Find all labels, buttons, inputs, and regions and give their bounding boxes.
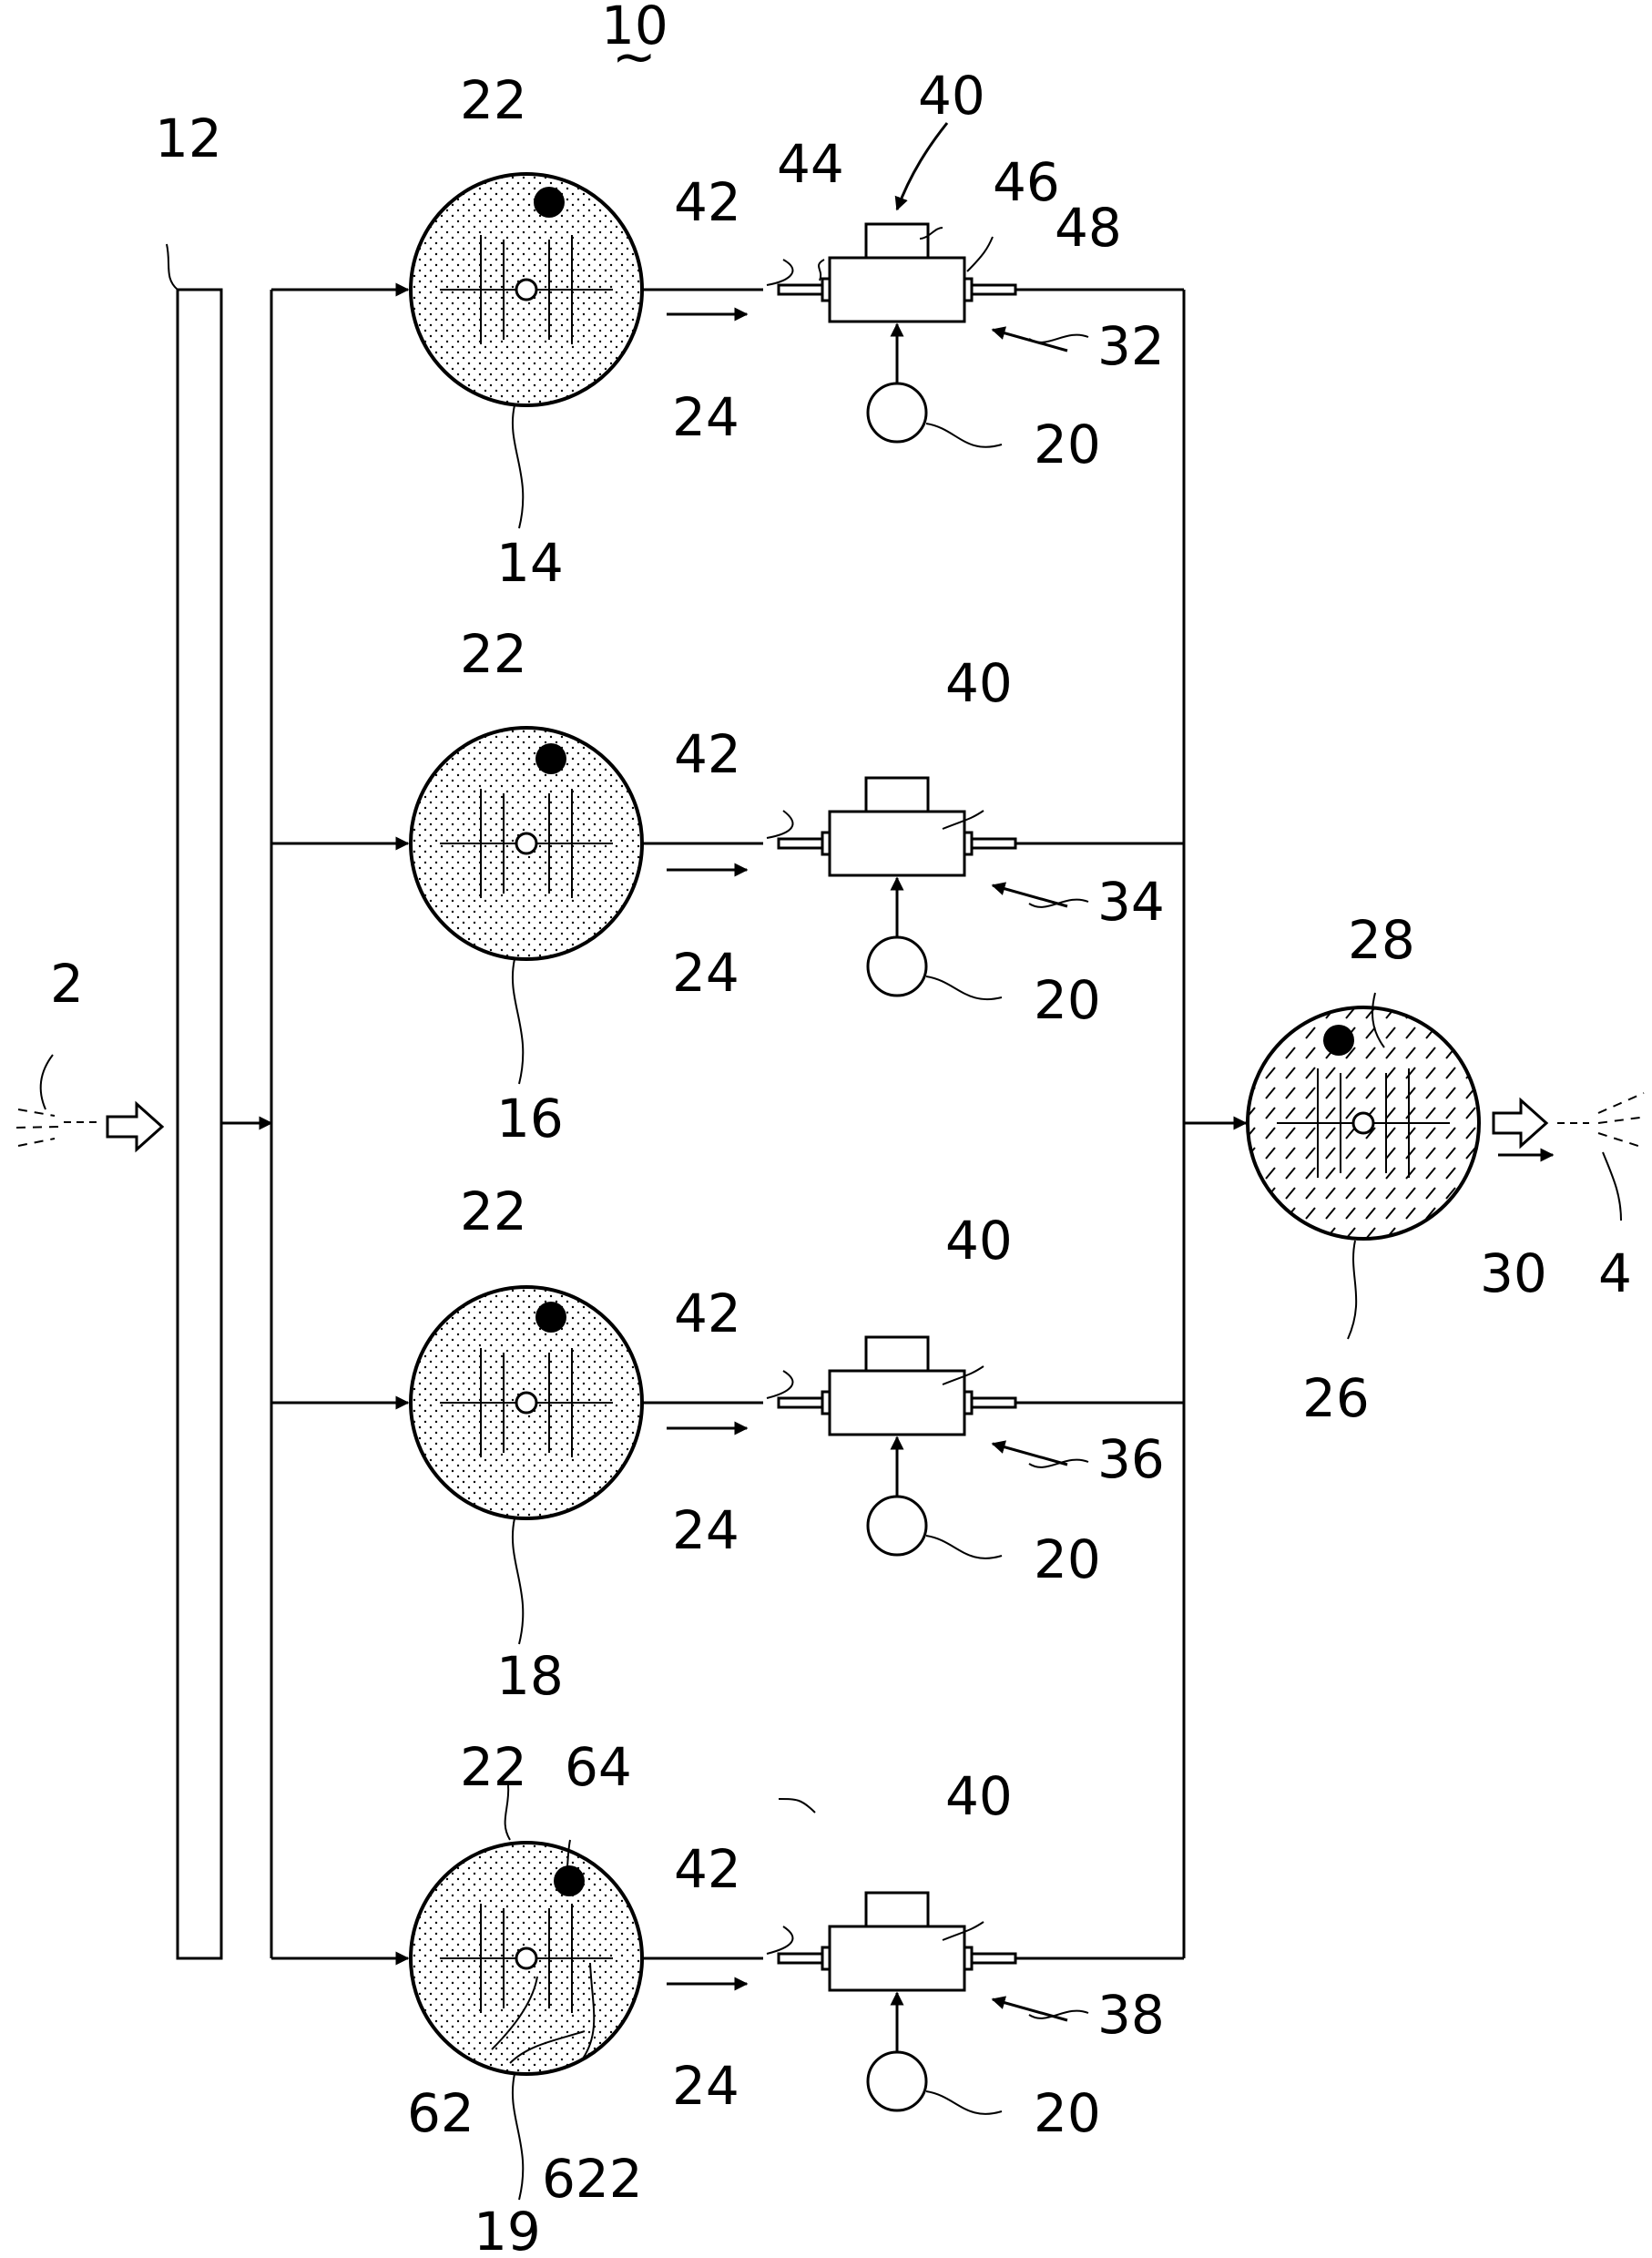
- label-center: 62: [407, 2082, 474, 2144]
- label-line-2: 34: [1097, 871, 1165, 933]
- collector: [1015, 288, 1248, 1960]
- label-port-in-3: 42: [674, 1282, 741, 1344]
- label-dot-region-2: 22: [460, 623, 527, 685]
- label-dot-region-3: 22: [460, 1180, 527, 1242]
- label-input-beam: 2: [50, 953, 84, 1015]
- label-unit-top: 46: [993, 151, 1060, 213]
- label-pump-2: 20: [1034, 969, 1101, 1031]
- leader-lines: [39, 227, 1622, 2201]
- particle-dot: [535, 743, 566, 774]
- label-unit-2: 40: [945, 652, 1013, 714]
- label-mod-1: 14: [496, 532, 564, 594]
- module-1: [409, 172, 644, 407]
- label-output-flow: 30: [1480, 1242, 1547, 1304]
- label-port-out: 48: [1055, 197, 1122, 259]
- module-4: [409, 1841, 644, 2076]
- label-line-3: 36: [1097, 1428, 1165, 1490]
- label-port-flange: 44: [777, 133, 844, 195]
- label-output-beam: 4: [1598, 1242, 1632, 1304]
- input-beam: [15, 1100, 165, 1153]
- particle-dot: [535, 1302, 566, 1333]
- manifold: [221, 282, 410, 1966]
- label-header-plate: 12: [155, 107, 222, 169]
- label-tilde: ~: [612, 26, 657, 87]
- output-beam: [1492, 1092, 1647, 1162]
- label-pump-3: 20: [1034, 1528, 1101, 1590]
- label-combiner: 26: [1302, 1367, 1370, 1429]
- label-mod-3: 18: [496, 1645, 564, 1707]
- label-flow-4: 24: [672, 2055, 739, 2117]
- combiner: [1246, 1006, 1481, 1241]
- label-dot-region-4: 22: [460, 1736, 527, 1798]
- label-port-in-4: 42: [674, 1838, 741, 1900]
- label-unit-3: 40: [945, 1210, 1013, 1272]
- label-combiner-region: 28: [1348, 909, 1415, 971]
- module-2: [409, 726, 644, 961]
- label-pump-4: 20: [1034, 2082, 1101, 2144]
- label-particle: 64: [565, 1736, 632, 1798]
- control-unit-3: [779, 1337, 1015, 1555]
- particle-dot: [534, 187, 565, 218]
- label-flow-1: 24: [672, 386, 739, 448]
- control-unit-4: [779, 1893, 1015, 2110]
- header-plate: [176, 288, 223, 1960]
- connections: [642, 288, 763, 1991]
- label-unit-4: 40: [945, 1765, 1013, 1827]
- label-dot-region-1: 22: [460, 69, 527, 131]
- label-mod-2: 16: [496, 1088, 564, 1149]
- label-unit-1: 40: [918, 65, 985, 127]
- label-mod-4: 19: [474, 2201, 541, 2258]
- label-port-in-1: 42: [674, 171, 741, 233]
- label-line-1: 32: [1097, 315, 1165, 377]
- label-flow-3: 24: [672, 1499, 739, 1561]
- module-3: [409, 1285, 644, 1520]
- label-system: 10: [601, 0, 668, 56]
- leader-arrows: [894, 122, 1068, 2022]
- labels: 10 ~ 12 2 4 22 22 22 22 64 62 622 14 16 …: [50, 0, 1632, 2258]
- label-center-line: 622: [542, 2148, 643, 2210]
- label-flow-2: 24: [672, 942, 739, 1004]
- control-unit-2: [779, 778, 1015, 996]
- particle-dot: [554, 1865, 585, 1896]
- label-port-in-2: 42: [674, 723, 741, 785]
- label-line-4: 38: [1097, 1984, 1165, 2046]
- label-pump-1: 20: [1034, 414, 1101, 475]
